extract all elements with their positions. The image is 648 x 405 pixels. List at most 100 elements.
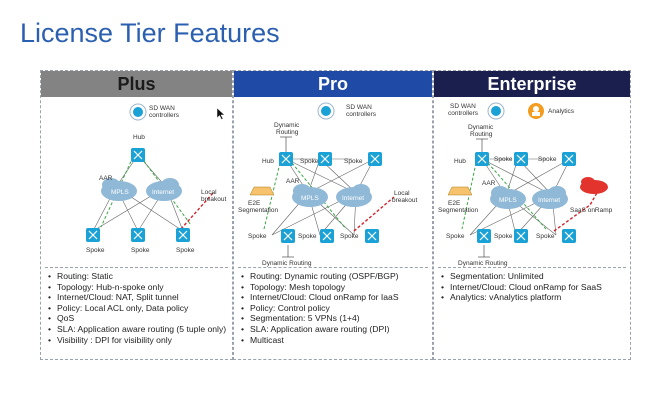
feature-item: QoS (48, 313, 228, 324)
feature-item: Analytics: vAnalytics platform (441, 292, 626, 303)
controllers-icon (487, 102, 505, 120)
feature-item: Topology: Hub-n-spoke only (48, 282, 228, 293)
spoke-label: Spoke (494, 233, 513, 240)
feature-item: SLA: Application aware routing (DPI) (241, 324, 428, 335)
hub-label: Hub (262, 158, 274, 165)
spoke-router-icon (477, 229, 491, 243)
section-divider (438, 267, 626, 268)
controllers-label-line1: SD WAN (149, 105, 175, 112)
controllers-label-line2: controllers (346, 111, 377, 118)
e2e-segmentation-icon (249, 186, 275, 196)
e2e-line1: E2E (448, 200, 461, 207)
feature-item: Internet/Cloud: Cloud onRamp for SaaS (441, 282, 626, 293)
spoke-label: Spoke (344, 158, 363, 165)
spoke-router-icon (365, 229, 379, 243)
feature-item: Topology: Mesh topology (241, 282, 428, 293)
internet-label: Internet (152, 189, 174, 196)
feature-item: Policy: Control policy (241, 303, 428, 314)
local-breakout-line2: breakout (201, 196, 226, 203)
hub-router-icon (131, 148, 145, 162)
dynamic-routing-bottom-label: Dynamic Routing (262, 260, 312, 267)
feature-item: Visibility : DPI for visibility only (48, 335, 228, 346)
mpls-label: MPLS (301, 195, 319, 202)
spoke-label: Spoke (446, 233, 465, 240)
spoke-router-icon (562, 229, 576, 243)
hub-label: Hub (454, 158, 466, 165)
feature-item: Routing: Static (48, 271, 228, 282)
office365-cloud-icon (580, 177, 608, 194)
controllers-icon (129, 103, 147, 121)
mpls-label: MPLS (499, 197, 517, 204)
local-breakout-line1: Local (394, 190, 410, 197)
internet-cloud-icon (532, 186, 568, 209)
pro-feature-list: Routing: Dynamic routing (OSPF/BGP) Topo… (234, 269, 432, 345)
e2e-line2: Segmentation (438, 207, 478, 214)
tier-header-plus: Plus (41, 71, 232, 97)
saas-onramp-label: SaaS onRamp (570, 207, 613, 214)
spoke-router-icon (131, 228, 145, 242)
hub-label: Hub (133, 134, 145, 141)
feature-item: Policy: Local ACL only, Data policy (48, 303, 228, 314)
internet-cloud-icon (146, 178, 182, 201)
mpls-cloud-icon (490, 186, 526, 209)
e2e-line2: Segmentation (238, 207, 278, 214)
spoke-router-icon (514, 229, 528, 243)
feature-item: Segmentation: Unlimited (441, 271, 626, 282)
spoke-label: Spoke (131, 247, 150, 254)
local-breakout-line1: Local (201, 189, 217, 196)
feature-item: SLA: Application aware routing (5 tuple … (48, 324, 228, 335)
hub-router-icon (475, 152, 489, 166)
spoke-label: Spoke (538, 156, 557, 163)
mpls-cloud-icon (292, 184, 328, 207)
feature-item: Segmentation: 5 VPNs (1+4) (241, 313, 428, 324)
controllers-label-line2: controllers (448, 110, 479, 117)
internet-label: Internet (342, 195, 364, 202)
aar-label: AAR (482, 180, 496, 187)
spoke-router-icon (320, 229, 334, 243)
spoke-label: Spoke (494, 156, 513, 163)
spoke-router-icon (318, 152, 332, 166)
spoke-router-icon (281, 229, 295, 243)
section-divider (238, 267, 428, 268)
local-breakout-line2: breakout (392, 197, 417, 204)
spoke-router-icon (562, 152, 576, 166)
controllers-label-line1: SD WAN (346, 104, 372, 111)
feature-item: Internet/Cloud: Cloud onRamp for IaaS (241, 292, 428, 303)
spoke-label: Spoke (298, 233, 317, 240)
mpls-cloud-icon (101, 178, 137, 201)
aar-label: AAR (99, 175, 113, 182)
spoke-label: Spoke (86, 247, 105, 254)
spoke-label: Spoke (340, 233, 359, 240)
controllers-label-line2: controllers (149, 112, 180, 119)
dynamic-routing-line2: Routing (470, 131, 493, 138)
aar-label: AAR (286, 178, 300, 185)
section-divider (45, 267, 228, 268)
tier-header-enterprise: Enterprise (434, 71, 630, 97)
dynamic-routing-bottom-label: Dynamic Routing (458, 260, 508, 267)
spoke-label: Spoke (176, 247, 195, 254)
analytics-icon (528, 103, 544, 119)
dynamic-routing-line1: Dynamic (274, 122, 300, 129)
analytics-label: Analytics (548, 108, 575, 115)
e2e-segmentation-icon (447, 186, 473, 196)
tier-header-pro: Pro (234, 71, 432, 97)
e2e-line1: E2E (248, 200, 261, 207)
dynamic-routing-line1: Dynamic (468, 124, 494, 131)
plus-feature-list: Routing: Static Topology: Hub-n-spoke on… (41, 269, 232, 345)
mouse-cursor-icon (217, 108, 225, 120)
hub-router-icon (279, 152, 293, 166)
